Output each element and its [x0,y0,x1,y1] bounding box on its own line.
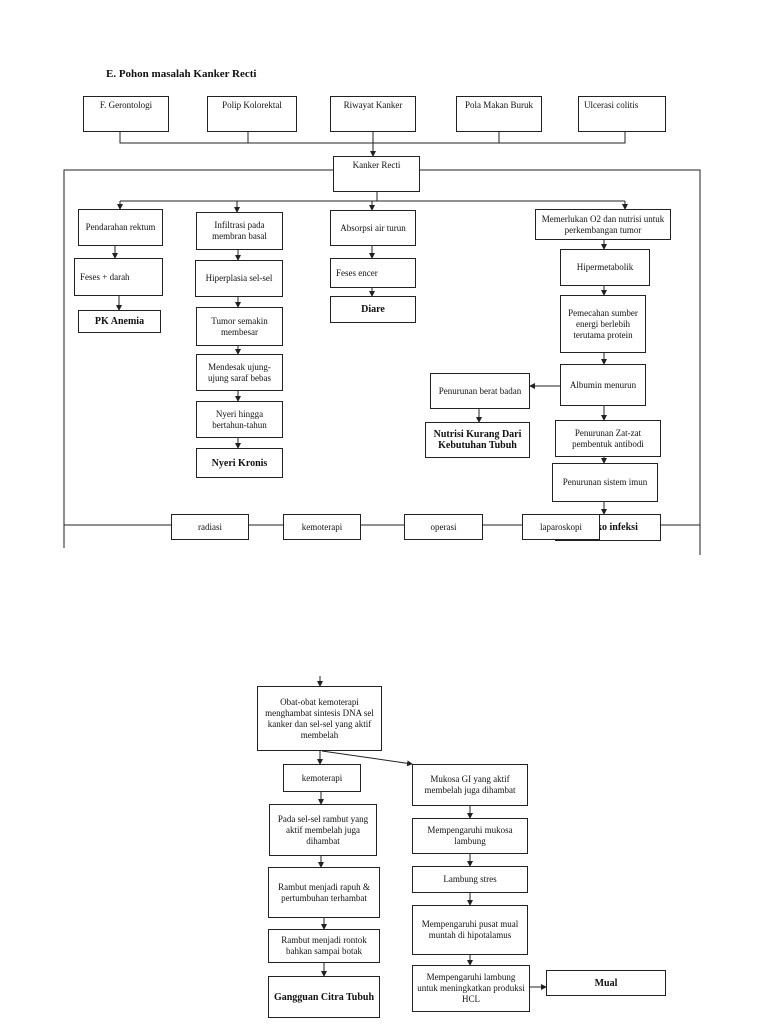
chemo-right-box: Mempengaruhi pusat mual muntah di hipota… [412,905,528,955]
col2-box: Tumor semakin membesar [196,307,283,346]
cause-box: F. Gerontologi [83,96,169,132]
chemo-left-box: kemoterapi [283,764,361,792]
chemo-left-box: Pada sel-sel rambut yang aktif membelah … [269,804,377,856]
nausea-diagnosis-box: Mual [546,970,666,996]
diagram-title: E. Pohon masalah Kanker Recti [106,68,257,80]
chemo-left-box: Rambut menjadi rapuh & pertumbuhan terha… [268,867,380,918]
weight-loss-box: Penurunan berat badan [430,373,530,409]
col2-box: Nyeri hingga bertahun-tahun [196,401,283,438]
col1-box: Feses + darah [74,258,163,296]
diagnosis-box: Gangguan Citra Tubuh [268,976,380,1018]
chemo-right-box: Mempengaruhi mukosa lambung [412,818,528,854]
col4-box: Penurunan Zat-zat pembentuk antibodi [555,420,661,457]
chemo-right-box: Mukosa GI yang aktif membelah juga diham… [412,764,528,806]
col4-box: Penurunan sistem imun [552,463,658,502]
col4-box: Albumin menurun [560,364,646,406]
col2-box: Mendesak ujung-ujung saraf bebas [196,354,283,391]
col1-box: Pendarahan rektum [78,209,163,246]
col2-box: Infiltrasi pada membran basal [196,212,283,250]
treatment-box: kemoterapi [283,514,361,540]
col4-box: Pemecahan sumber energi berlebih terutam… [560,295,646,353]
diagnosis-box: Nyeri Kronis [196,448,283,478]
col3-box: Absorpsi air turun [330,210,416,246]
treatment-box: radiasi [171,514,249,540]
chemo-right-box: Lambung stres [412,866,528,893]
col3-box: Feses encer [330,258,416,288]
chemo-left-box: Rambut menjadi rontok bahkan sampai bota… [268,929,380,963]
chemo-root-box: Obat-obat kemoterapi menghambat sintesis… [257,686,382,751]
col4-box: Hipermetabolik [560,249,650,286]
col4-box: Memerlukan O2 dan nutrisi untuk perkemba… [535,209,671,240]
cause-box: Ulcerasi colitis [578,96,666,132]
treatment-box: operasi [404,514,483,540]
diagnosis-box: Diare [330,296,416,323]
cause-box: Polip Kolorektal [207,96,297,132]
cause-box: Riwayat Kanker [330,96,416,132]
root-problem-box: Kanker Recti [333,156,420,192]
diagnosis-box: Nutrisi Kurang Dari Kebutuhan Tubuh [425,422,530,458]
cause-box: Pola Makan Buruk [456,96,542,132]
col2-box: Hiperplasia sel-sel [195,260,283,297]
treatment-box: laparoskopi [522,514,600,540]
diagnosis-box: PK Anemia [78,310,161,333]
chemo-right-box: Mempengaruhi lambung untuk meningkatkan … [412,965,530,1012]
